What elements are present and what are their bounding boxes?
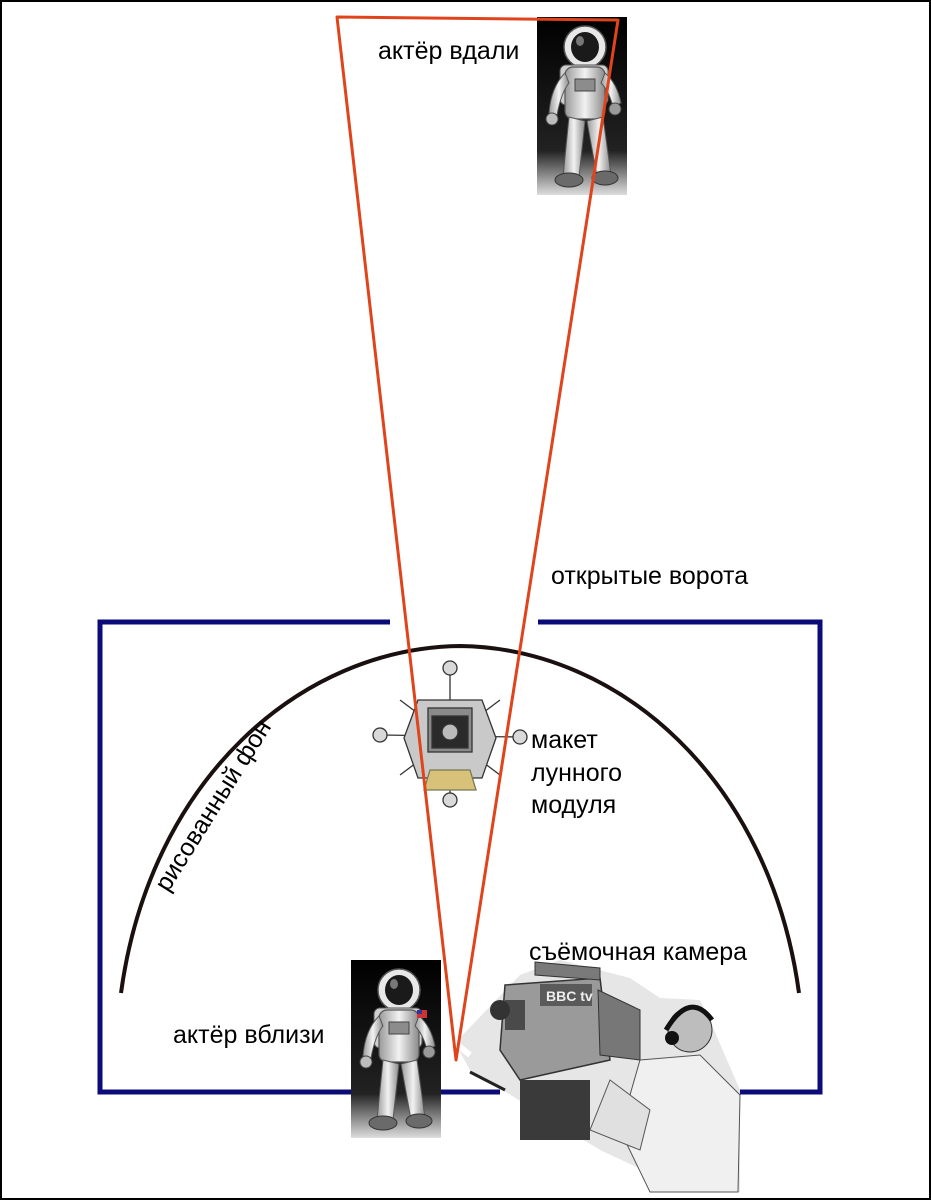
studio-walls <box>97 619 823 1095</box>
lunar-module-label-line2: лунного <box>531 759 622 787</box>
lunar-module-label-line3: модуля <box>531 791 616 819</box>
film-camera-label: съёмочная камера <box>529 938 747 966</box>
open-gates-label: открытые ворота <box>551 562 748 590</box>
camera-brand-text: BBC tv <box>546 988 593 1004</box>
lunar-module-label-line1: макет <box>531 726 598 754</box>
actor-near-label: актёр вблизи <box>173 1021 325 1049</box>
camera-field-of-view <box>335 15 620 1062</box>
actor-far-label: актёр вдали <box>378 37 519 65</box>
lunar-module-icon <box>372 660 528 808</box>
tv-camera-operator-icon: BBC tv <box>453 960 741 1193</box>
painted-background-label: рисованный фон <box>149 715 277 896</box>
astronaut-near-icon <box>350 959 442 1139</box>
painted-backdrop-arc <box>119 643 801 994</box>
